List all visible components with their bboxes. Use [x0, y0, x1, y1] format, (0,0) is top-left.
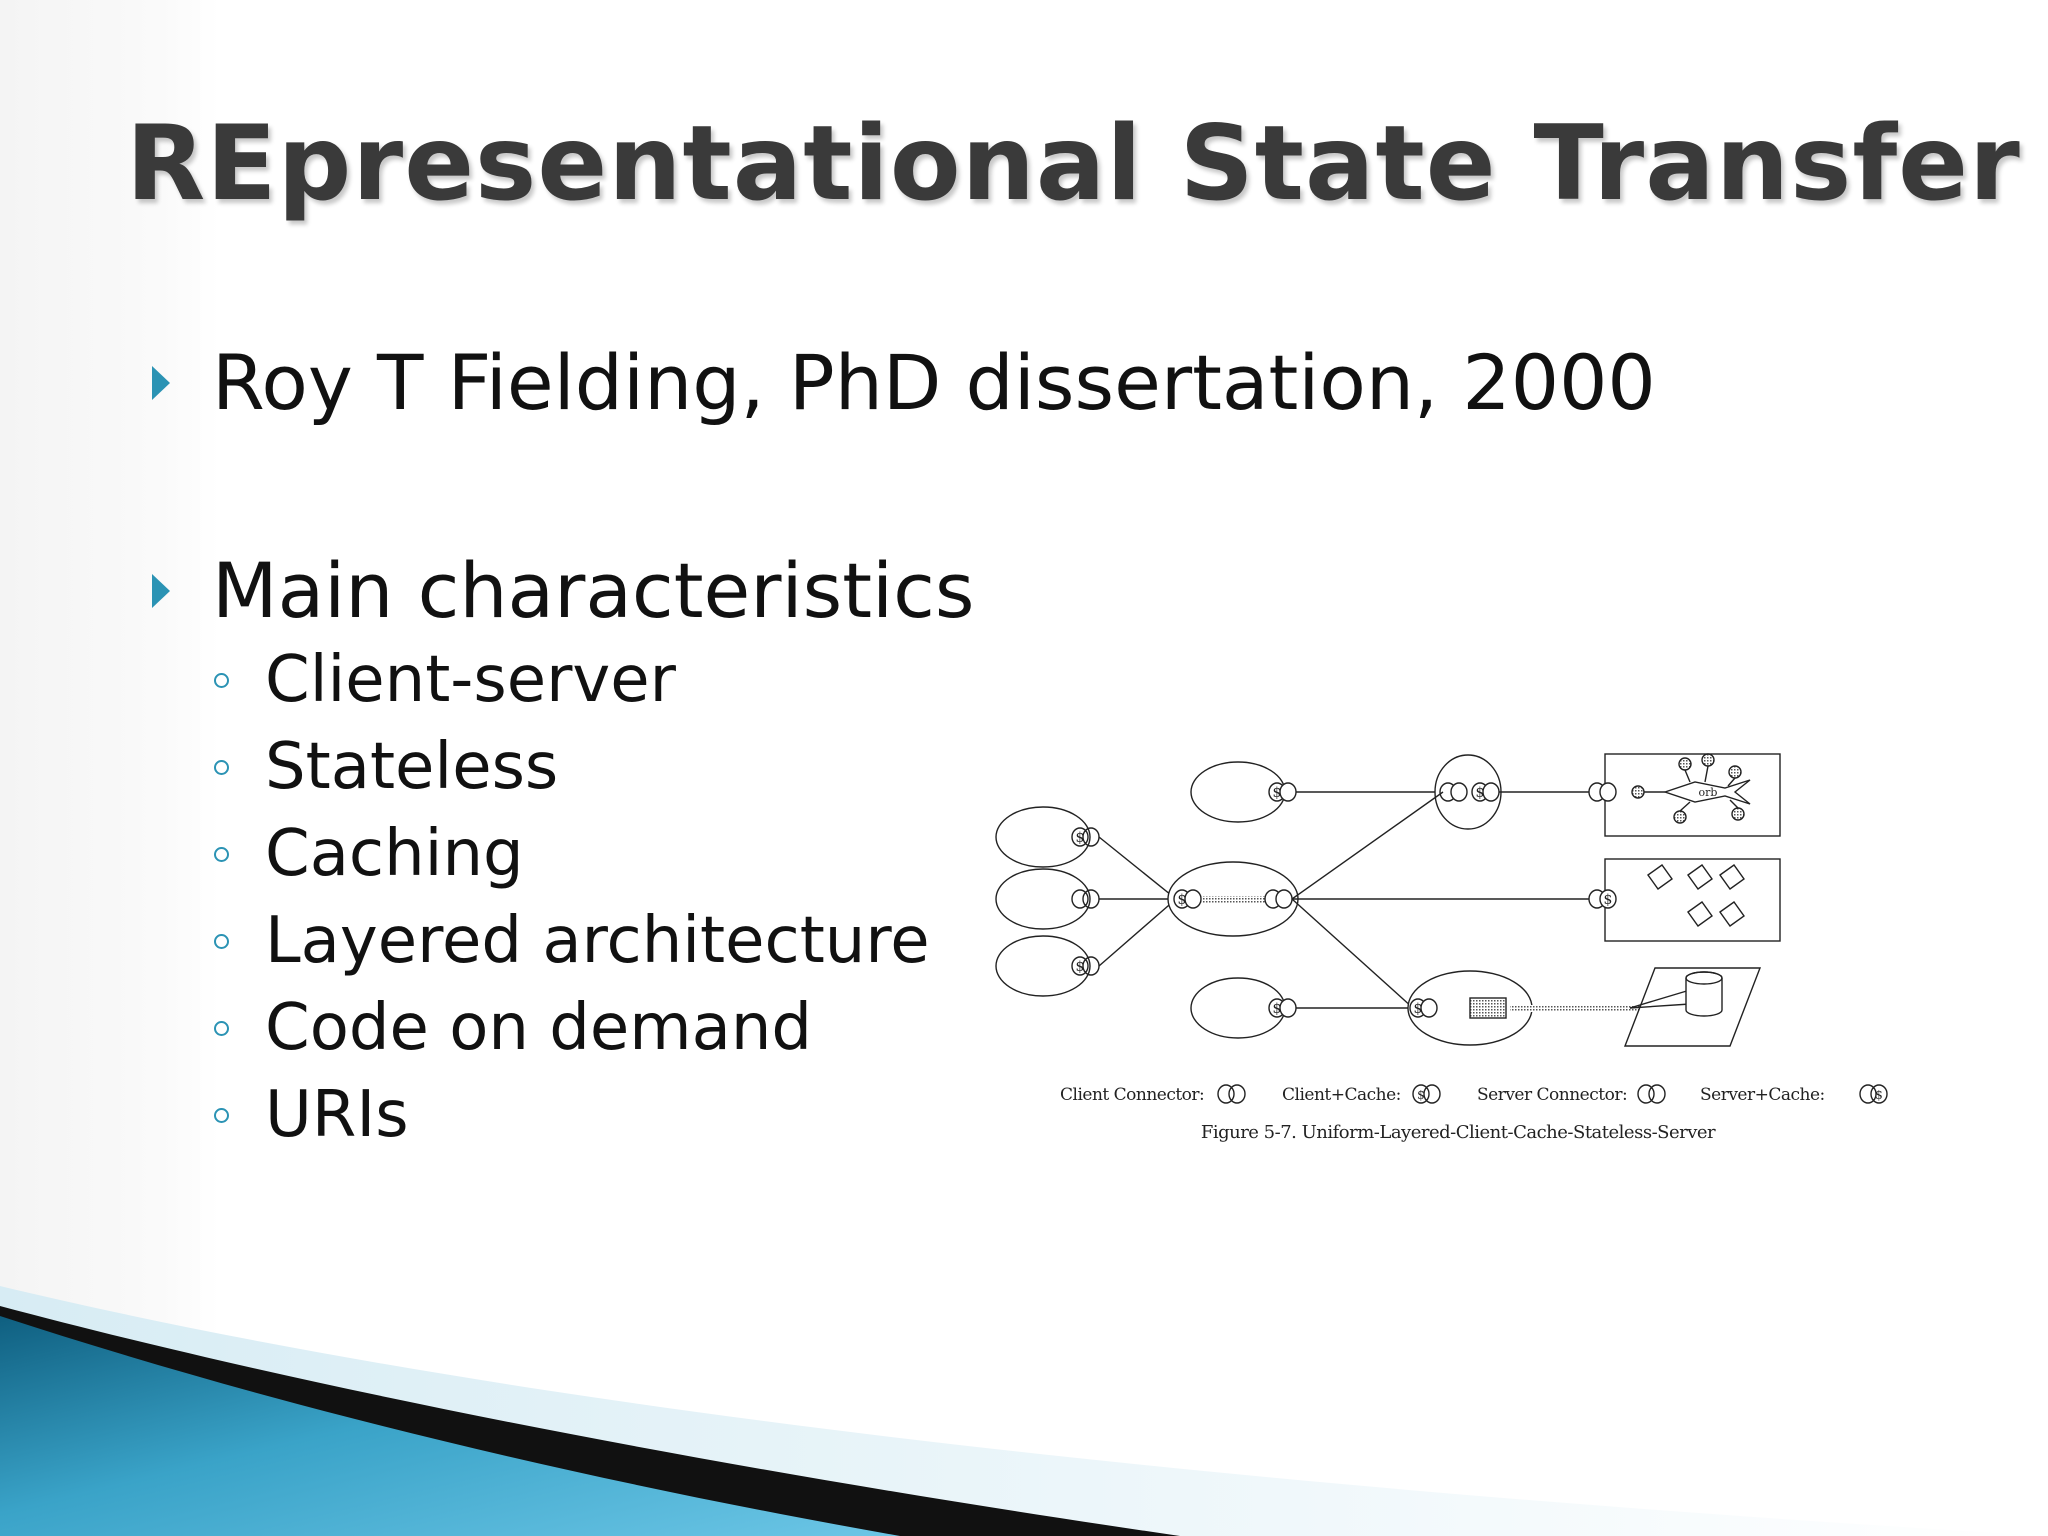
cache-glyph: $	[1417, 1088, 1425, 1102]
sub-item: Client-server	[214, 643, 676, 717]
ring-bullet-icon	[214, 1107, 229, 1123]
client-node	[995, 935, 1091, 997]
bullet-triangle-icon	[152, 573, 170, 608]
bullet-text: Main characteristics	[212, 546, 975, 635]
sub-item-text: Stateless	[265, 730, 559, 804]
sub-item: Stateless	[214, 730, 558, 804]
cache-glyph: $	[1273, 785, 1282, 801]
decorative-swoosh	[0, 1286, 2048, 1536]
bullet-item: Roy T Fielding, PhD dissertation, 2000	[152, 338, 1656, 427]
client-node	[995, 868, 1091, 930]
sub-item-text: Caching	[265, 817, 524, 891]
sub-item: Caching	[214, 817, 524, 891]
cache-glyph: $	[1476, 785, 1485, 801]
ring-bullet-icon	[214, 1020, 229, 1036]
ring-bullet-icon	[214, 933, 229, 949]
ring-bullet-icon	[214, 846, 229, 862]
cache-glyph: $	[1604, 892, 1613, 908]
cache-glyph: $	[1273, 1001, 1282, 1017]
cache-glyph: $	[1076, 830, 1085, 846]
bullet-text: Roy T Fielding, PhD dissertation, 2000	[212, 338, 1656, 427]
ring-bullet-icon	[214, 672, 229, 688]
legend-label: Server Connector:	[1477, 1085, 1627, 1105]
client-node	[995, 806, 1091, 868]
cache-glyph: $	[1414, 1001, 1423, 1017]
legend-label: Server+Cache:	[1700, 1085, 1825, 1105]
sub-item-text: Code on demand	[265, 991, 812, 1065]
sub-item: URIs	[214, 1078, 409, 1152]
bullet-triangle-icon	[152, 365, 170, 400]
cache-glyph: $	[1076, 959, 1085, 975]
cache-glyph: $	[1875, 1088, 1883, 1102]
legend-label: Client+Cache:	[1282, 1085, 1401, 1105]
sub-item-text: URIs	[265, 1078, 409, 1152]
legend-label: Client Connector:	[1060, 1085, 1204, 1105]
ring-bullet-icon	[214, 759, 229, 775]
sub-item: Code on demand	[214, 991, 812, 1065]
bullet-item: Main characteristics	[152, 546, 975, 635]
figure-caption: Figure 5-7. Uniform-Layered-Client-Cache…	[1201, 1122, 1716, 1143]
cache-glyph: $	[1178, 892, 1187, 908]
slide-title: REpresentational State Transfer	[126, 104, 2021, 224]
orb-label: orb	[1699, 786, 1718, 799]
sub-item-text: Layered architecture	[265, 904, 930, 978]
sub-item-text: Client-server	[265, 643, 676, 717]
rest-architecture-figure: $ $ $ $ $ $ $ $ orb Client Connector: Cl…	[995, 753, 1888, 1143]
sub-item: Layered architecture	[214, 904, 930, 978]
